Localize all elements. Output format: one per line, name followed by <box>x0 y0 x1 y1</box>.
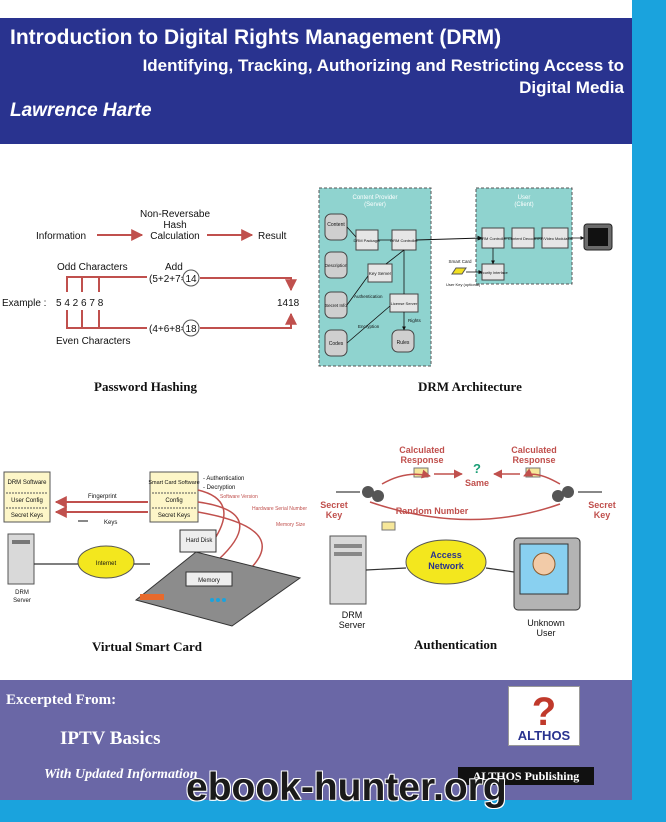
auth-calc-left-2: Response <box>400 455 443 465</box>
book-subtitle: Identifying, Tracking, Authorizing and R… <box>142 56 624 97</box>
vsc-decryption: - Decryption <box>203 485 235 491</box>
auth-secret-key-left-1: Secret <box>320 500 348 510</box>
ph-odd-total: 14 <box>185 274 197 285</box>
ph-even-sum: (4+6+8= <box>149 324 187 335</box>
vsc-hardware-serial: Hardware Serial Number <box>252 506 307 512</box>
drm-user-2: (Client) <box>514 202 533 208</box>
vsc-authentication: - Authentication <box>203 476 244 482</box>
ph-even-to-result <box>200 312 297 329</box>
ph-hash-line-1: Non-Reversabe <box>140 209 210 220</box>
svg-text:?: ? <box>532 690 556 731</box>
vsc-memory: Memory <box>198 578 220 584</box>
watermark: ebook-hunter.org <box>186 766 507 809</box>
password-hashing-diagram: Information Non-Reversabe Hash Calculati… <box>2 209 300 347</box>
vsc-smart-card-software: Smart Card Software <box>148 480 199 486</box>
ph-information: Information <box>36 231 86 242</box>
auth-secret-key-left-2: Key <box>326 510 343 520</box>
excerpted-from: Excerpted From: <box>6 692 117 708</box>
ph-odd-lines <box>66 276 147 292</box>
drm-rf-modulator: RF/Video Modulator <box>538 237 572 241</box>
vsc-memory-size: Memory Size <box>276 522 305 528</box>
auth-drm-server-2: Server <box>339 620 366 630</box>
caption-authentication: Authentication <box>414 637 498 652</box>
logo-text: ALTHOS <box>517 728 571 743</box>
drm-client-controller: DRM Controller <box>479 236 507 241</box>
auth-drm-server-1: DRM <box>342 610 363 620</box>
althos-logo: ? ALTHOS <box>508 686 580 746</box>
drm-security-interface: Security Interface <box>478 271 508 275</box>
drm-smart-card: Smart Card <box>448 259 472 264</box>
vsc-internet: Internet <box>96 561 117 567</box>
vsc-keys: Keys <box>104 520 117 526</box>
ph-odd-sum: (5+2+7= <box>149 274 187 285</box>
ph-hash-line-3: Calculation <box>150 231 199 242</box>
auth-secret-key-right-2: Key <box>594 510 611 520</box>
book-title: Introduction to Digital Rights Managemen… <box>10 26 502 49</box>
caption-password-hashing: Password Hashing <box>94 379 197 394</box>
drm-rules: Rules <box>397 340 410 346</box>
drm-content-provider-1: Content Provider <box>352 195 397 201</box>
cover-footer: Excerpted From: IPTV Basics With Updated… <box>0 680 632 800</box>
auth-question: ? <box>473 461 481 476</box>
cover-header: Introduction to Digital Rights Managemen… <box>0 18 632 144</box>
caption-drm-architecture: DRM Architecture <box>418 379 522 394</box>
ph-add: Add <box>165 262 183 273</box>
ph-odd-characters: Odd Characters <box>57 262 128 273</box>
auth-same: Same <box>465 478 489 488</box>
drm-key-server: Key Server <box>369 271 392 276</box>
drm-content: Content <box>327 222 345 228</box>
drm-rights: Rights <box>408 318 422 323</box>
ph-even-lines <box>66 310 147 329</box>
ph-result-value: 1418 <box>277 298 300 309</box>
author-name: Lawrence Harte <box>10 100 152 121</box>
book-cover: Introduction to Digital Rights Managemen… <box>0 0 632 800</box>
drm-description: Description <box>325 263 348 268</box>
auth-random-number: Random Number <box>396 506 469 516</box>
publisher-name: ALTHOS Publishing <box>458 767 594 785</box>
drm-controller: DRM Controller <box>390 238 418 243</box>
vsc-drm-server-1: DRM <box>15 590 29 596</box>
ph-hash-line-2: Hash <box>163 220 186 231</box>
ph-result: Result <box>258 231 287 242</box>
virtual-smart-card-diagram: DRM Software User Config Secret Keys Sma… <box>3 471 307 627</box>
drm-secret-info: Secret Info <box>325 303 347 308</box>
caption-virtual-smart-card: Virtual Smart Card <box>92 639 203 654</box>
auth-calc-left-1: Calculated <box>399 445 445 455</box>
drm-content-provider-2: (Server) <box>364 202 386 208</box>
ph-example-digits: 5 4 2 6 7 8 <box>56 298 104 309</box>
ph-example-label: Example : <box>2 298 46 309</box>
drm-user-1: User <box>518 195 531 201</box>
vsc-drm-server-2: Server <box>13 598 31 604</box>
drm-encryption: Encryption <box>358 324 380 329</box>
vsc-config: Config <box>165 498 182 504</box>
auth-calc-right-1: Calculated <box>511 445 557 455</box>
updated-info: With Updated Information <box>44 767 198 782</box>
drm-codes: Codes <box>329 341 344 347</box>
auth-secret-key-right-1: Secret <box>588 500 616 510</box>
vsc-drm-software: DRM Software <box>7 480 47 486</box>
auth-unknown-user-1: Unknown <box>527 618 565 628</box>
vsc-card-secret-keys: Secret Keys <box>158 513 190 519</box>
ph-odd-to-result <box>200 277 297 292</box>
drm-content-decoder: Content Decoder <box>508 236 539 241</box>
vsc-secret-keys: Secret Keys <box>11 513 43 519</box>
ph-even-characters: Even Characters <box>56 336 130 347</box>
vsc-fingerprint: Fingerprint <box>88 494 117 500</box>
ph-even-total: 18 <box>185 324 197 335</box>
vsc-software-version: Software Version <box>220 494 258 500</box>
source-book-title: IPTV Basics <box>60 728 161 749</box>
drm-architecture-diagram: Content Provider (Server) User (Client) … <box>318 187 613 367</box>
vsc-user-config: User Config <box>11 498 43 504</box>
drm-authentication: Authentication <box>354 294 383 299</box>
auth-access-2: Network <box>428 561 465 571</box>
auth-access-1: Access <box>430 550 462 560</box>
drm-packager: DRM Packager <box>353 238 381 243</box>
auth-unknown-user-2: User <box>536 628 555 638</box>
vsc-hard-disk: Hard Disk <box>186 538 213 544</box>
auth-calc-right-2: Response <box>512 455 555 465</box>
drm-license-server: License Server <box>391 301 418 306</box>
question-mark-icon: ? <box>532 690 556 734</box>
authentication-diagram: Calculated Response Calculated Response … <box>320 445 616 638</box>
drm-user-key: User Key (optional) <box>446 282 481 287</box>
